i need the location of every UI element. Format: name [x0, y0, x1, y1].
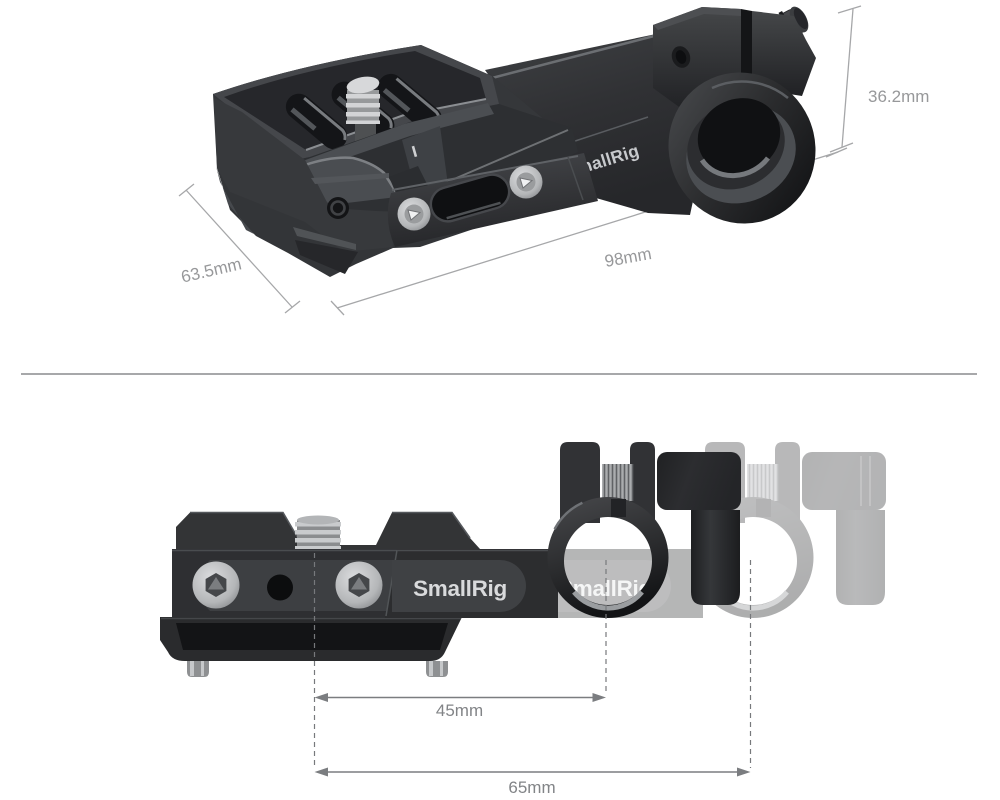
svg-text:98mm: 98mm — [603, 244, 653, 271]
svg-text:36.2mm: 36.2mm — [868, 87, 929, 106]
svg-text:SmallRig: SmallRig — [413, 576, 507, 601]
svg-text:45mm: 45mm — [436, 701, 483, 720]
svg-text:65mm: 65mm — [508, 778, 555, 797]
svg-text:63.5mm: 63.5mm — [179, 254, 243, 286]
